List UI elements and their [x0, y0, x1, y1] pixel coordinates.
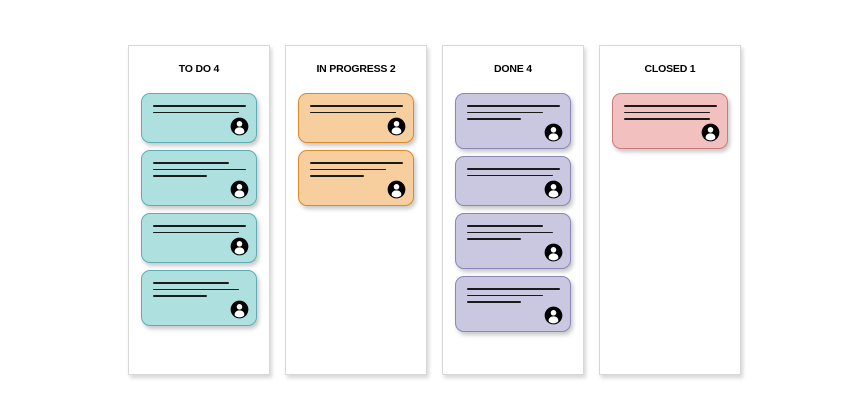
card-list-done: [443, 93, 583, 332]
card-list-todo: [129, 93, 269, 326]
card-text-line: [310, 162, 403, 164]
card-text-line: [153, 225, 246, 227]
user-avatar-icon: [544, 243, 563, 262]
user-avatar-icon: [544, 306, 563, 325]
card-text-line: [467, 174, 553, 177]
card-text-line: [153, 282, 229, 284]
card-done-3[interactable]: [455, 213, 571, 269]
card-list-closed: [600, 93, 740, 149]
card-text-line: [624, 105, 717, 107]
card-text-line: [153, 111, 239, 114]
user-avatar-icon: [544, 180, 563, 199]
card-text-placeholder-lines: [467, 103, 560, 120]
card-text-placeholder-lines: [153, 160, 246, 177]
card-text-line: [153, 288, 239, 291]
card-text-line: [467, 105, 560, 107]
column-header-todo: TO DO 4: [178, 63, 220, 75]
card-text-line: [467, 238, 521, 240]
card-text-line: [467, 294, 543, 297]
card-text-line: [467, 288, 560, 290]
card-text-placeholder-lines: [310, 160, 403, 177]
user-avatar-icon: [230, 237, 249, 256]
card-todo-4[interactable]: [141, 270, 257, 326]
card-text-line: [467, 111, 543, 114]
card-text-placeholder-lines: [310, 103, 403, 114]
kanban-column-in-progress[interactable]: IN PROGRESS 2: [285, 45, 427, 375]
user-avatar-icon: [230, 300, 249, 319]
column-header-closed: CLOSED 1: [644, 63, 696, 75]
card-text-placeholder-lines: [624, 103, 717, 120]
kanban-board: TO DO 4 IN PROGRESS 2 DONE 4 CLOSED 1: [128, 45, 741, 375]
column-header-done: DONE 4: [494, 63, 532, 75]
card-text-line: [624, 118, 710, 120]
card-text-line: [467, 225, 543, 227]
card-text-placeholder-lines: [467, 223, 560, 240]
user-avatar-icon: [701, 123, 720, 142]
column-header-in-progress: IN PROGRESS 2: [316, 63, 396, 75]
card-inprogress-2[interactable]: [298, 150, 414, 206]
kanban-column-done[interactable]: DONE 4: [442, 45, 584, 375]
card-text-line: [153, 295, 207, 297]
card-todo-3[interactable]: [141, 213, 257, 263]
kanban-column-todo[interactable]: TO DO 4: [128, 45, 270, 375]
user-avatar-icon: [387, 180, 406, 199]
card-text-line: [310, 111, 396, 114]
card-text-line: [153, 168, 246, 171]
card-text-placeholder-lines: [153, 103, 246, 114]
card-closed-1[interactable]: [612, 93, 728, 149]
card-inprogress-1[interactable]: [298, 93, 414, 143]
card-text-line: [467, 118, 521, 120]
card-text-line: [624, 111, 710, 114]
card-text-line: [310, 175, 364, 177]
card-todo-1[interactable]: [141, 93, 257, 143]
card-text-line: [310, 168, 386, 171]
card-done-2[interactable]: [455, 156, 571, 206]
kanban-column-closed[interactable]: CLOSED 1: [599, 45, 741, 375]
user-avatar-icon: [230, 117, 249, 136]
card-text-line: [467, 231, 553, 234]
card-text-placeholder-lines: [467, 166, 560, 177]
card-todo-2[interactable]: [141, 150, 257, 206]
card-text-placeholder-lines: [153, 223, 246, 234]
card-done-1[interactable]: [455, 93, 571, 149]
card-done-4[interactable]: [455, 276, 571, 332]
card-text-line: [153, 162, 229, 164]
card-list-in-progress: [286, 93, 426, 206]
card-text-placeholder-lines: [467, 286, 560, 303]
card-text-line: [467, 301, 521, 303]
user-avatar-icon: [230, 180, 249, 199]
user-avatar-icon: [387, 117, 406, 136]
card-text-line: [153, 175, 207, 177]
card-text-line: [467, 168, 560, 170]
card-text-line: [153, 105, 246, 107]
card-text-line: [153, 231, 239, 234]
card-text-placeholder-lines: [153, 280, 246, 297]
user-avatar-icon: [544, 123, 563, 142]
card-text-line: [310, 105, 403, 107]
